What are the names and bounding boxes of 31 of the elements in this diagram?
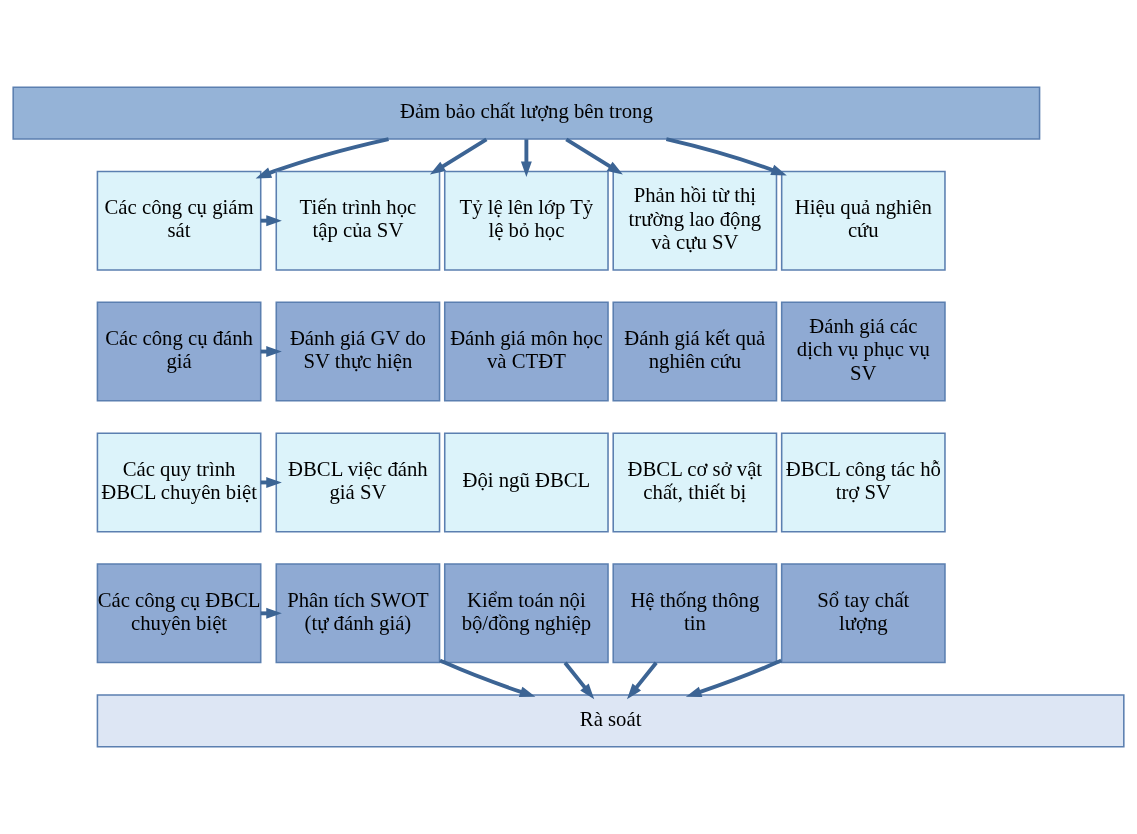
node-box: Các công cụ đánh giá <box>96 301 262 402</box>
node-box: ĐBCL cơ sở vật chất, thiết bị <box>612 432 778 533</box>
arrow <box>627 661 658 700</box>
arrow <box>563 661 595 700</box>
node-box: Rà soát <box>96 694 1125 748</box>
node-box: Các công cụ giám sát <box>96 170 262 271</box>
node-box: Kiểm toán nội bộ/đồng nghiệp <box>443 563 609 664</box>
node-box: Đảm bảo chất lượng bên trong <box>12 86 1041 140</box>
node-box: Đội ngũ ĐBCL <box>443 432 609 533</box>
arrow <box>665 137 787 176</box>
node-box: Tỷ lệ lên lớp Tỷ lệ bỏ học <box>443 170 609 271</box>
node-box: Tiến trình học tập của SV <box>275 170 441 271</box>
arrow <box>520 139 532 178</box>
node-box: Đánh giá môn học và CTĐT <box>443 301 609 402</box>
node-box: Phân tích SWOT (tự đánh giá) <box>275 563 441 664</box>
node-box: ĐBCL công tác hỗ trợ SV <box>780 432 946 533</box>
node-box: Phản hồi từ thị trường lao động và cựu SV <box>612 170 778 271</box>
node-box: Các quy trình ĐBCL chuyên biệt <box>96 432 262 533</box>
arrow <box>685 658 783 697</box>
node-box: Đánh giá GV do SV thực hiện <box>275 301 441 402</box>
node-box: Các công cụ ĐBCL chuyên biệt <box>96 563 262 664</box>
arrow <box>255 137 389 179</box>
node-box: Sổ tay chất lượng <box>780 563 946 664</box>
arrow <box>429 137 488 175</box>
node-box: Hệ thống thông tin <box>612 563 778 664</box>
arrow <box>565 137 623 175</box>
node-box: ĐBCL việc đánh giá SV <box>275 432 441 533</box>
arrow <box>439 658 536 697</box>
node-box: Hiệu quả nghiên cứu <box>780 170 946 271</box>
node-box: Đánh giá kết quả nghiên cứu <box>612 301 778 402</box>
node-box: Đánh giá các dịch vụ phục vụ SV <box>780 301 946 402</box>
